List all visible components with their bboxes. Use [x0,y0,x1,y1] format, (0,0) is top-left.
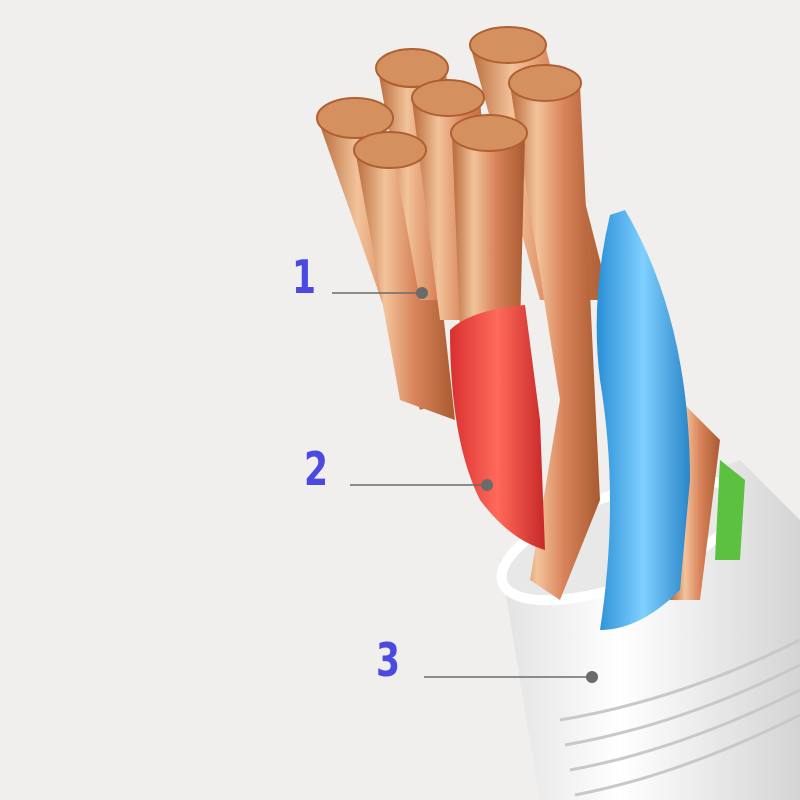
copper-strands [316,26,720,600]
callout-dot-1 [416,287,428,299]
leader-lines [332,292,592,678]
callout-dot-2 [481,479,493,491]
callout-label-2: 2 [304,442,329,496]
red-wire [450,305,545,550]
callout-label-1: 1 [292,250,317,304]
callout-dot-3 [586,671,598,683]
callout-label-3: 3 [376,633,401,687]
blue-wire [596,210,690,630]
green-wire [715,460,745,560]
